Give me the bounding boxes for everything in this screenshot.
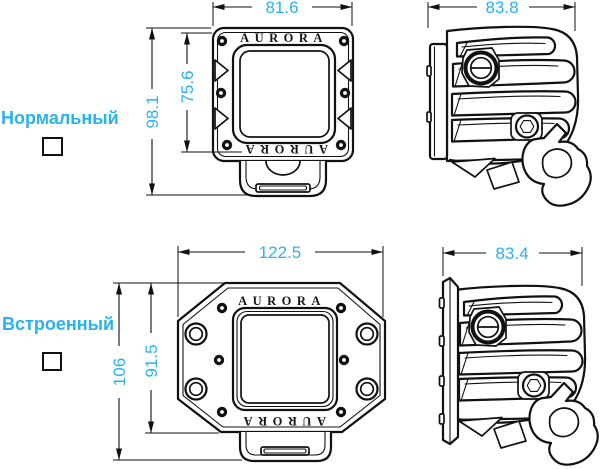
dim-value: 83.8	[485, 0, 518, 17]
lens-bezel	[231, 306, 339, 412]
mounting-bracket	[238, 159, 328, 198]
brand-text: AURORA	[240, 31, 328, 45]
bolt-icon	[335, 302, 347, 314]
bolt-icon	[335, 139, 347, 151]
dim-overall-height-flush: 106	[110, 282, 242, 461]
bolt-icon	[215, 87, 227, 99]
bolt-icon	[335, 406, 347, 418]
dim-value: 75.6	[178, 70, 197, 103]
variant-normal-label: Нормальный	[1, 108, 119, 128]
flange-tab	[438, 297, 445, 309]
bolt-icon	[216, 406, 228, 418]
front-view-normal: AURORA AURORA	[211, 26, 355, 198]
bolt-icon	[339, 87, 351, 99]
strip-tab	[426, 65, 432, 77]
dim-value: 91.5	[142, 344, 161, 377]
flange-tab	[438, 413, 445, 425]
flange-tab	[438, 335, 445, 347]
side-rib	[337, 107, 352, 130]
variant-normal-checkbox[interactable]	[42, 137, 63, 156]
dim-value: 98.1	[143, 95, 162, 128]
flange-rim	[182, 287, 381, 428]
strip-tab	[426, 111, 432, 123]
dim-side-depth-flush: 83.4	[442, 244, 583, 286]
variant-normal-section: Нормальный AURORA	[1, 0, 593, 208]
variant-flush-checkbox[interactable]	[42, 352, 62, 371]
variant-flush-section: Встроенный AURORA	[2, 243, 600, 467]
bolt-icon	[216, 302, 228, 314]
front-view-flush: AURORA AURORA	[176, 281, 387, 463]
bezel-rim	[236, 310, 334, 408]
lens	[239, 50, 330, 138]
flange-tab	[438, 375, 445, 387]
bolt-icon	[338, 35, 350, 47]
side-view-normal	[426, 24, 593, 208]
dim-overall-height-normal: 98.1	[143, 27, 249, 196]
brand-text: AURORA	[238, 294, 326, 308]
dim-side-depth-normal: 83.8	[427, 0, 576, 31]
side-view-flush	[438, 276, 600, 467]
bolt-icon	[213, 354, 225, 366]
lens-bezel	[231, 43, 337, 145]
dim-front-width-flush: 122.5	[177, 243, 384, 317]
bolt-icon	[338, 354, 350, 366]
heatsink-body	[452, 283, 600, 467]
dim-value: 122.5	[259, 243, 302, 262]
bezel-strip	[428, 42, 449, 161]
bolt-icon	[221, 139, 233, 151]
bolt-icon	[216, 35, 228, 47]
dim-value: 106	[110, 358, 129, 386]
dim-body-height-normal: 75.6	[178, 32, 242, 153]
mounting-bracket	[238, 430, 333, 463]
side-rib	[214, 59, 229, 82]
heatsink-body	[445, 24, 593, 208]
lens	[240, 314, 330, 404]
side-rib	[337, 59, 352, 82]
dim-value: 81.6	[265, 0, 298, 17]
brand-text-flipped: AURORA	[238, 414, 326, 428]
dim-front-width-normal: 81.6	[212, 0, 353, 26]
brand-text-flipped: AURORA	[240, 142, 328, 156]
variant-flush-label: Встроенный	[2, 314, 114, 334]
dim-body-height-flush: 91.5	[142, 283, 219, 434]
side-rib	[214, 107, 229, 130]
dim-value: 83.4	[495, 244, 528, 263]
